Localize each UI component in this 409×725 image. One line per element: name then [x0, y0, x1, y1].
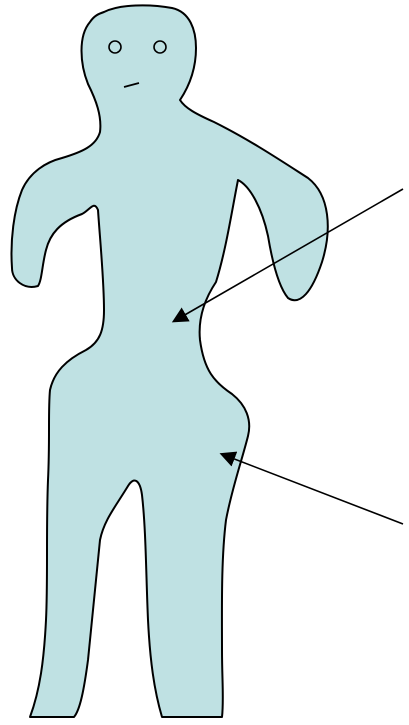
lower-arrow	[224, 455, 403, 524]
body-silhouette	[11, 5, 327, 717]
